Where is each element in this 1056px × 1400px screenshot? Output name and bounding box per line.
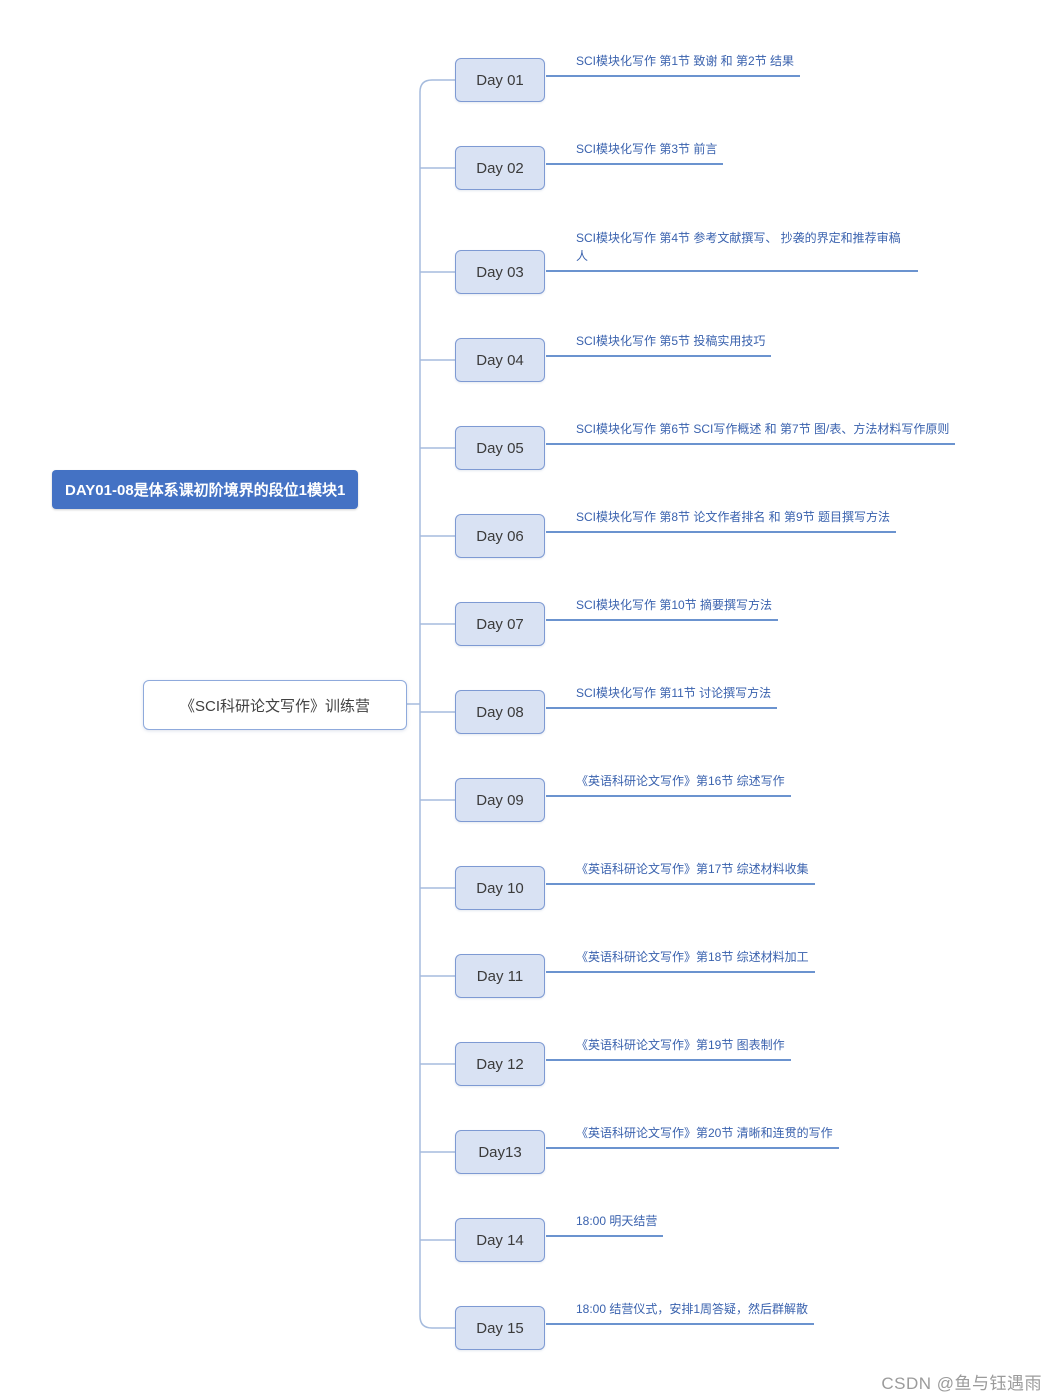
day-node-15[interactable]: Day 15 [455, 1306, 545, 1350]
callout-note[interactable]: DAY01-08是体系课初阶境界的段位1模块1 [52, 470, 359, 509]
topic-day-02[interactable]: SCI模块化写作 第3节 前言 [546, 140, 724, 165]
day-node-10[interactable]: Day 10 [455, 866, 545, 910]
day-node-09[interactable]: Day 09 [455, 778, 545, 822]
day-node-05[interactable]: Day 05 [455, 426, 545, 470]
topic-day-12[interactable]: 《英语科研论文写作》第19节 图表制作 [546, 1036, 791, 1061]
topic-day-14[interactable]: 18:00 明天结营 [546, 1212, 664, 1237]
watermark: CSDN @鱼与钰遇雨 [881, 1374, 1042, 1393]
topic-day-10[interactable]: 《英语科研论文写作》第17节 综述材料收集 [546, 860, 815, 885]
topic-day-09[interactable]: 《英语科研论文写作》第16节 综述写作 [546, 772, 791, 797]
day-node-04[interactable]: Day 04 [455, 338, 545, 382]
topic-day-08[interactable]: SCI模块化写作 第11节 讨论撰写方法 [546, 684, 778, 709]
day-node-02[interactable]: Day 02 [455, 146, 545, 190]
topic-day-11[interactable]: 《英语科研论文写作》第18节 综述材料加工 [546, 948, 815, 973]
day-node-14[interactable]: Day 14 [455, 1218, 545, 1262]
day-node-12[interactable]: Day 12 [455, 1042, 545, 1086]
topic-day-05[interactable]: SCI模块化写作 第6节 SCI写作概述 和 第7节 图/表、方法材料写作原则 [546, 420, 956, 445]
topic-day-04[interactable]: SCI模块化写作 第5节 投稿实用技巧 [546, 332, 772, 357]
day-node-13[interactable]: Day13 [455, 1130, 545, 1174]
topic-day-01[interactable]: SCI模块化写作 第1节 致谢 和 第2节 结果 [546, 52, 801, 77]
topic-day-06[interactable]: SCI模块化写作 第8节 论文作者排名 和 第9节 题目撰写方法 [546, 508, 897, 533]
topic-day-15[interactable]: 18:00 结营仪式，安排1周答疑，然后群解散 [546, 1300, 815, 1325]
day-node-01[interactable]: Day 01 [455, 58, 545, 102]
root-topic[interactable]: 《SCI科研论文写作》训练营 [143, 680, 407, 730]
day-node-08[interactable]: Day 08 [455, 690, 545, 734]
day-node-06[interactable]: Day 06 [455, 514, 545, 558]
topic-day-13[interactable]: 《英语科研论文写作》第20节 清晰和连贯的写作 [546, 1124, 839, 1149]
day-node-07[interactable]: Day 07 [455, 602, 545, 646]
day-node-03[interactable]: Day 03 [455, 250, 545, 294]
topic-day-07[interactable]: SCI模块化写作 第10节 摘要撰写方法 [546, 596, 779, 621]
day-node-11[interactable]: Day 11 [455, 954, 545, 998]
topic-day-03[interactable]: SCI模块化写作 第4节 参考文献撰写、 抄袭的界定和推荐审稿人 [546, 229, 918, 272]
